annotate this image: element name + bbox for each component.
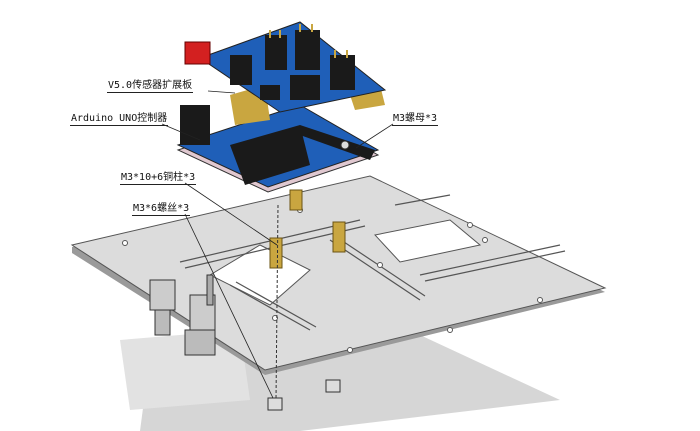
power-switch-part [149,274,216,356]
leader-lines [161,90,394,399]
arduino-uno-board [176,104,380,193]
label-screw: M3*6螺丝*3 [132,203,191,216]
label-sensor-shield: V5.0传感器扩展板 [107,80,194,93]
label-m3-nut: M3螺母*3 [392,113,439,126]
label-arduino-uno: Arduino UNO控制器 [70,113,169,126]
screws [267,379,341,411]
sensor-shield-board [184,21,387,125]
brass-standoffs [269,189,346,401]
label-standoff: M3*10+6铜柱*3 [120,172,197,185]
